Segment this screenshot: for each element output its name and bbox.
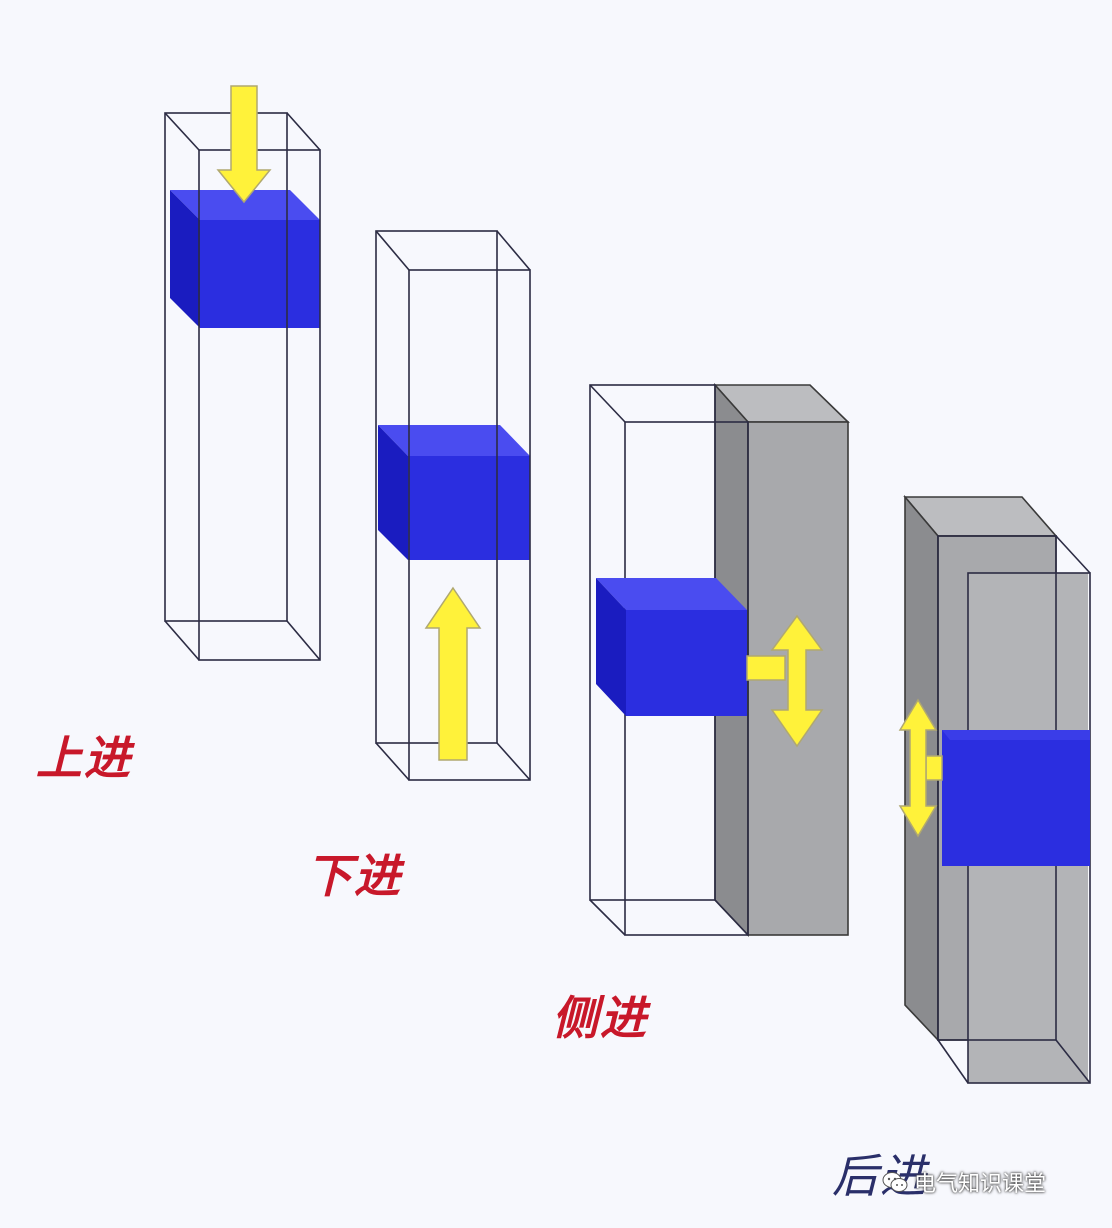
- block-side-entry: [596, 578, 747, 716]
- watermark-text: 电气知识课堂: [914, 1172, 1047, 1197]
- label-bottom-entry: 下进: [306, 849, 402, 903]
- label-side-entry: 侧进: [552, 991, 648, 1045]
- arrow-up: [424, 586, 482, 761]
- block-top-entry: [170, 190, 320, 328]
- enclosure-top-entry: [164, 112, 321, 661]
- arrow-down: [216, 85, 272, 204]
- arrow-connector: [746, 655, 786, 681]
- arrow-connector-back: [925, 755, 943, 781]
- column-back-entry: [898, 494, 1091, 1084]
- wechat-icon: [882, 1172, 908, 1192]
- column-top-entry: [164, 85, 321, 661]
- block-back-entry: [942, 730, 1090, 866]
- column-side-entry: [589, 382, 850, 938]
- watermark: 电气知识课堂: [882, 1166, 1046, 1198]
- enclosure-bottom-entry: [375, 230, 531, 781]
- double-arrow-vertical-back: [898, 698, 938, 838]
- double-arrow-vertical: [770, 614, 824, 748]
- column-bottom-entry: [375, 230, 531, 781]
- label-top-entry: 上进: [36, 731, 132, 785]
- block-bottom-entry: [378, 425, 530, 560]
- label-back-entry: 后进: [832, 1149, 928, 1203]
